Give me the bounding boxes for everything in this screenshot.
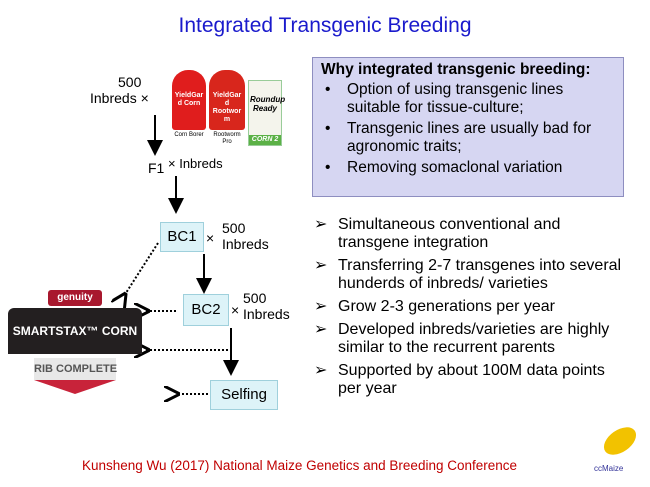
- yieldgard-corn-logo: YieldGard Corn: [172, 70, 206, 130]
- trait-logos: YieldGard Corn Corn Borer YieldGard Root…: [172, 70, 286, 156]
- footer-citation: Kunsheng Wu (2017) National Maize Geneti…: [82, 458, 518, 473]
- why-bullet: Option of using transgenic lines suitabl…: [321, 81, 615, 117]
- arrow-bullet-icon: ➢: [314, 362, 328, 379]
- f1-label: F1: [148, 160, 165, 176]
- top-inbreds-label: Inbreds ×: [90, 90, 149, 106]
- arrow-bullet-icon: ➢: [314, 257, 328, 274]
- point-text: Supported by about 100M data points per …: [338, 362, 605, 397]
- rib-complete-badge: RIB COMPLETE: [34, 358, 117, 380]
- bc2-inbreds: Inbreds: [243, 306, 290, 322]
- roundup-ready-logo: Roundup Ready CORN 2: [248, 80, 286, 146]
- point-text: Grow 2-3 generations per year: [338, 298, 555, 315]
- key-points: ➢ Simultaneous conventional and transgene…: [312, 216, 632, 403]
- bc1-box: BC1: [160, 222, 204, 252]
- bc1-count: 500: [222, 220, 246, 236]
- roundup-label: Roundup Ready: [250, 95, 286, 113]
- yieldgard-sub: Corn Borer: [174, 132, 204, 138]
- smartstax-logo: genuity SMARTSTAX™ CORN RIB COMPLETE: [8, 290, 142, 412]
- genuity-badge: genuity: [48, 290, 102, 306]
- point: ➢ Supported by about 100M data points per…: [312, 362, 632, 398]
- point-text: Transferring 2-7 transgenes into several…: [338, 257, 622, 292]
- point: ➢ Developed inbreds/varieties are highly …: [312, 321, 632, 357]
- corn-icon: [598, 421, 642, 461]
- roundup-sub: CORN 2: [249, 135, 281, 145]
- rib-arrow-icon: [34, 380, 116, 394]
- bc1-inbreds: Inbreds: [222, 236, 269, 252]
- yieldgard-rootworm-logo: YieldGard Rootworm: [209, 70, 245, 130]
- yieldgard2-sub: Rootworm Pro: [213, 132, 241, 145]
- ccmaize-logo: ccMaize: [588, 421, 644, 484]
- selfing-box: Selfing: [210, 380, 278, 410]
- why-heading: Why integrated transgenic breeding:: [321, 61, 591, 78]
- bc2-cross: ×: [231, 302, 240, 318]
- dotted-arrow: [124, 242, 159, 296]
- point-text: Developed inbreds/varieties are highly s…: [338, 321, 610, 356]
- f1-cross-label: × Inbreds: [168, 156, 223, 171]
- why-bullet: Transgenic lines are usually bad for agr…: [321, 120, 615, 156]
- point: ➢ Grow 2-3 generations per year: [312, 298, 632, 316]
- why-bullet: Removing somaclonal variation: [321, 159, 615, 177]
- ccmaize-label: ccMaize: [594, 464, 624, 473]
- arrow-bullet-icon: ➢: [314, 298, 328, 315]
- slide-title: Integrated Transgenic Breeding: [178, 14, 472, 37]
- arrow-bullet-icon: ➢: [314, 321, 328, 338]
- bc2-box: BC2: [183, 294, 229, 326]
- point: ➢ Simultaneous conventional and transgene…: [312, 216, 632, 252]
- arrow-bullet-icon: ➢: [314, 216, 328, 233]
- top-inbreds-count: 500: [118, 74, 142, 90]
- why-box: Why integrated transgenic breeding: Opti…: [312, 57, 624, 197]
- bc2-count: 500: [243, 290, 267, 306]
- smartstax-banner: SMARTSTAX™ CORN: [8, 308, 142, 354]
- point-text: Simultaneous conventional and transgene …: [338, 216, 561, 251]
- bc1-cross: ×: [206, 230, 215, 246]
- point: ➢ Transferring 2-7 transgenes into severa…: [312, 257, 632, 293]
